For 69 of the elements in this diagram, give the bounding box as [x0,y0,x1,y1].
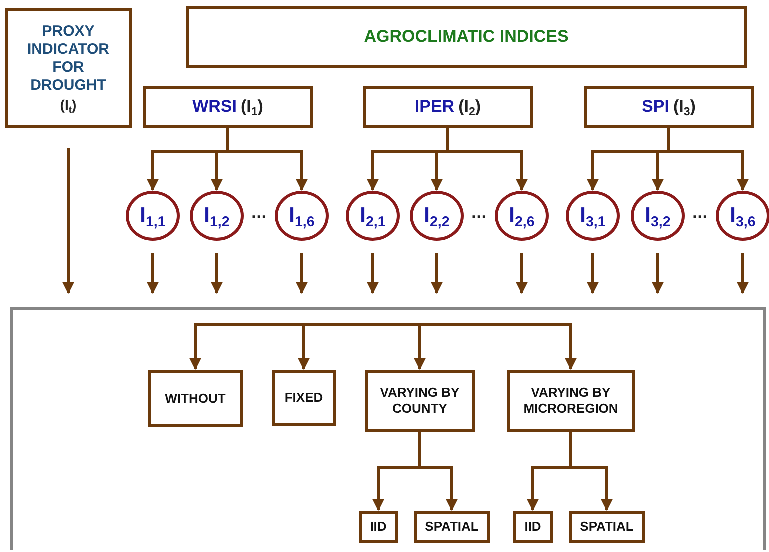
arrow [226,128,308,192]
box-label: IID [369,519,388,535]
sub-index-circle [495,191,549,241]
index-symbol: I$_{1,6}$ [288,203,316,229]
heading-box [186,6,747,68]
box-label: (I$_{3}$) [673,96,696,118]
index-symbol: I$_{3,1}$ [579,203,607,229]
arrow [652,253,664,294]
index-symbol: I$_{2,1}$ [359,203,387,229]
arrow [298,324,380,370]
proxy-indicator-box [5,8,132,128]
model-box [414,511,490,543]
option-box [272,370,336,426]
sub-index-circle [566,191,620,241]
sub-index-circle [410,191,464,241]
index-symbol: I$_{3,6}$ [729,203,757,229]
arrow [587,253,599,294]
box-label: (I$_{2}$) [458,96,482,118]
arrow [147,253,159,294]
box-label: SPATIAL [424,519,480,535]
arrow [367,253,379,294]
ellipsis: … [250,205,268,223]
box-label: IPER [414,96,455,118]
sub-index-circle [716,191,769,241]
arrow [516,253,528,294]
arrow [668,128,749,192]
box-label: PROXY INDICATOR FOR DROUGHT [26,22,110,95]
option-box [148,370,243,427]
model-frame [10,307,766,550]
model-box [513,511,553,543]
index-box [363,86,533,128]
index-symbol: I$_{1,2}$ [203,203,231,229]
index-box [584,86,754,128]
arrow [211,253,223,294]
arrow [418,432,458,512]
arrow [296,253,308,294]
model-box [359,511,398,543]
sub-index-circle [190,191,244,241]
index-box [143,86,313,128]
box-label: FIXED [284,390,324,406]
arrow [62,148,74,294]
box-label: (I$_{t}$) [59,96,78,114]
box-label: VARYING BY MICROREGION [522,385,620,417]
sub-index-circle [275,191,329,241]
ellipsis: … [691,205,709,223]
ellipsis: … [470,205,488,223]
arrow [737,253,749,294]
index-symbol: I$_{2,2}$ [423,203,451,229]
box-label: AGROCLIMATIC INDICES [363,26,570,48]
arrow [380,324,577,370]
box-label: WRSI [192,96,237,118]
index-symbol: I$_{3,2}$ [644,203,672,229]
box-label: IID [524,519,542,535]
option-box [365,370,475,432]
sub-index-circle [346,191,400,241]
sub-index-circle [631,191,685,241]
arrow [570,432,613,512]
box-label: VARYING BY COUNTY [379,385,461,417]
sub-index-circle [126,191,180,241]
index-symbol: I$_{2,6}$ [508,203,536,229]
index-symbol: I$_{1,1}$ [139,203,167,229]
arrow [446,128,528,192]
box-label: SPI [642,96,670,118]
arrow [431,253,443,294]
model-box [569,511,645,543]
box-label: WITHOUT [164,390,227,406]
box-label: (I$_{1}$) [240,96,264,118]
box-label: SPATIAL [579,519,635,535]
option-box [507,370,635,432]
